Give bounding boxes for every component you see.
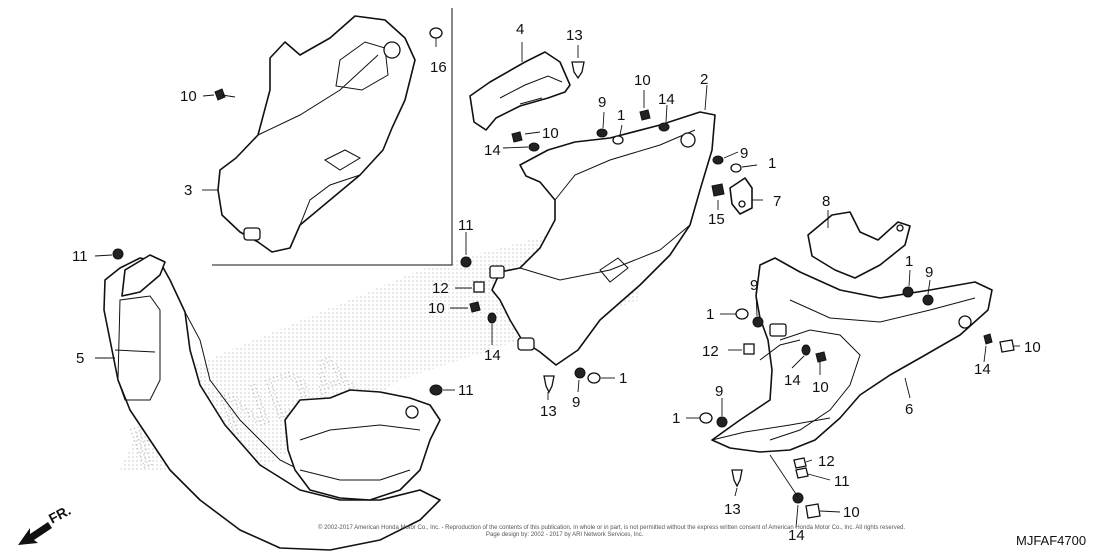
callout-1: 1: [768, 155, 776, 172]
callout-1: 1: [617, 107, 625, 124]
callout-11: 11: [834, 473, 850, 490]
callout-6: 6: [905, 401, 913, 418]
callout-3: 3: [184, 182, 192, 199]
part-8-bracket: [807, 211, 911, 279]
callout-10: 10: [180, 88, 197, 105]
callout-9: 9: [740, 145, 748, 162]
diagram-code: MJFAF4700: [1016, 533, 1086, 548]
front-direction-indicator: FR.: [18, 502, 73, 545]
part-5-lower-cover: [103, 254, 441, 551]
callout-9: 9: [572, 394, 580, 411]
callout-14: 14: [484, 347, 501, 364]
callout-14: 14: [658, 91, 675, 108]
inset-frame: [212, 8, 453, 266]
part-4-upper-panel: [469, 51, 571, 131]
callout-9: 9: [715, 383, 723, 400]
callout-9: 9: [598, 94, 606, 111]
callout-11: 11: [458, 217, 474, 234]
callout-2: 2: [700, 71, 708, 88]
front-label: FR.: [46, 502, 73, 527]
part-2-side-cover: [489, 111, 716, 366]
callout-7: 7: [773, 193, 781, 210]
callout-11: 11: [458, 382, 474, 399]
part-7-bracket: [729, 177, 753, 215]
callout-1: 1: [706, 306, 714, 323]
copyright-line-2: Page design by: 2002 - 2017 by ARI Netwo…: [486, 532, 644, 538]
callout-1: 1: [905, 253, 913, 270]
copyright-line-1: © 2002-2017 American Honda Motor Co., In…: [318, 524, 905, 531]
callout-14: 14: [484, 142, 501, 159]
callout-9: 9: [750, 277, 758, 294]
callout-1: 1: [619, 370, 627, 387]
callout-14: 14: [784, 372, 801, 389]
part-6-side-cover: [711, 257, 993, 453]
callout-10: 10: [428, 300, 445, 317]
callout-10: 10: [542, 125, 559, 142]
callout-4: 4: [516, 21, 524, 38]
callout-16: 16: [430, 59, 447, 76]
callout-12: 12: [432, 280, 449, 297]
callout-13: 13: [540, 403, 557, 420]
callout-10: 10: [1024, 339, 1041, 356]
callout-8: 8: [822, 193, 830, 210]
part-3-inner-cover: [217, 15, 416, 253]
callout-5: 5: [76, 350, 84, 367]
callout-9: 9: [925, 264, 933, 281]
callout-13: 13: [566, 27, 583, 44]
callout-10: 10: [634, 72, 651, 89]
callout-10: 10: [812, 379, 829, 396]
leader-lines: [94, 38, 1020, 529]
callout-1: 1: [672, 410, 680, 427]
callout-11: 11: [72, 248, 88, 265]
front-arrow-icon: [18, 522, 52, 545]
callout-12: 12: [702, 343, 719, 360]
callout-15: 15: [708, 211, 725, 228]
callout-14: 14: [974, 361, 991, 378]
hardware-fasteners: [112, 27, 1015, 519]
callout-14: 14: [788, 527, 805, 544]
callout-10: 10: [843, 504, 860, 521]
callout-13: 13: [724, 501, 741, 518]
callout-numbers: 16 10 3 4 13 10 2 9 1 14 10 14 9 1 7 15 …: [72, 21, 1041, 544]
callout-12: 12: [818, 453, 835, 470]
